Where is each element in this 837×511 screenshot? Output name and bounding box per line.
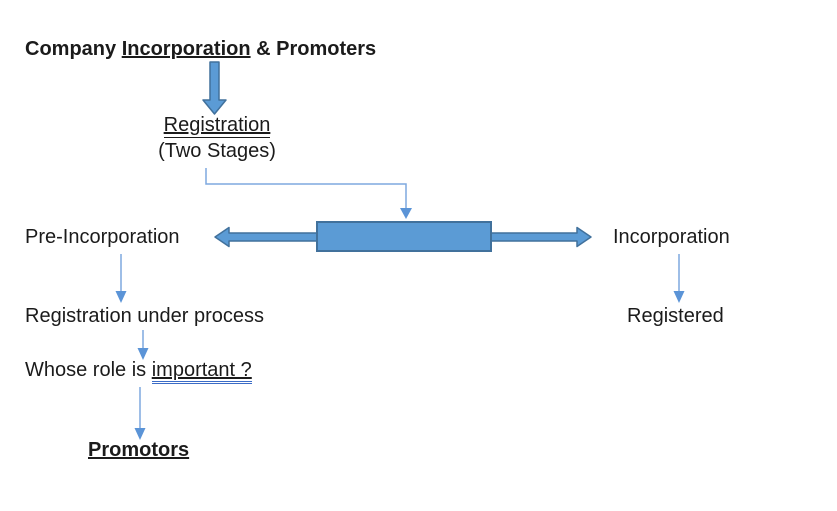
right-block-arrow [487, 226, 592, 248]
page-title: Company Incorporation & Promoters [25, 36, 376, 62]
registration-label: Registration [163, 114, 271, 138]
incorporation-label: Incorporation [613, 226, 730, 248]
left-block-arrow [214, 226, 319, 248]
whose-role-underlined: important ? [151, 359, 252, 384]
title-underlined-word: Incorporation [121, 38, 251, 60]
promotors-label: Promotors [88, 439, 190, 461]
elbow-connector-down-arrow [205, 168, 412, 219]
down-block-arrow [202, 61, 227, 115]
thin-down-arrow [115, 254, 127, 303]
thin-down-arrow [134, 387, 146, 440]
registration-under-process-label: Registration under process [25, 305, 265, 327]
title-pre: Company [25, 38, 122, 60]
thin-down-arrow [137, 330, 149, 360]
registration-block: Registration (Two Stages) [117, 112, 317, 164]
title-post: & Promoters [250, 38, 377, 60]
registration-subtitle: (Two Stages) [158, 140, 276, 162]
whose-role-label: Whose role is important ? [25, 357, 252, 384]
pre-incorporation-label: Pre-Incorporation [25, 226, 180, 248]
stages-rectangle [316, 221, 492, 252]
registered-label: Registered [627, 305, 724, 327]
whose-role-pre: Whose role is [25, 359, 152, 381]
thin-down-arrow [673, 254, 685, 303]
